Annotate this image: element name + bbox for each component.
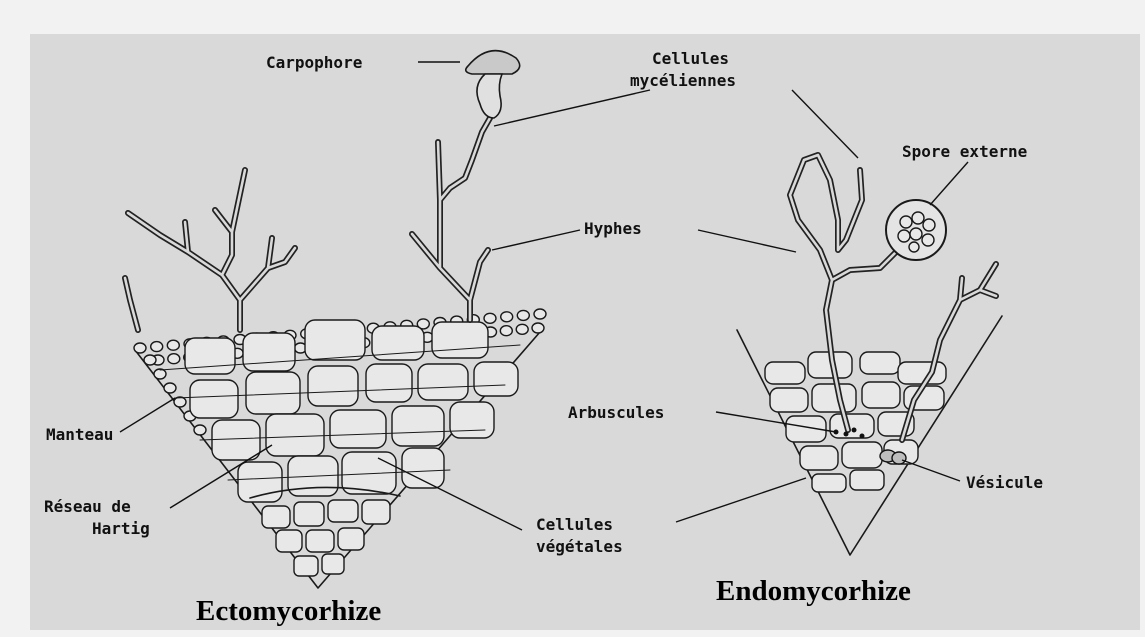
- mantle-cell: [134, 343, 146, 353]
- mantle-cell: [484, 313, 496, 323]
- mantle-cell: [534, 309, 546, 319]
- ecto-hyphae: [125, 118, 490, 330]
- mantle-cell: [517, 310, 529, 320]
- mantle-cell: [151, 342, 163, 352]
- endo-root-cells: [765, 352, 946, 492]
- label-carpophore: Carpophore: [266, 53, 362, 72]
- mantle-cell: [144, 355, 156, 365]
- label-hyphes: Hyphes: [584, 219, 642, 238]
- mantle-cell: [168, 354, 180, 364]
- mantle-cell: [174, 397, 186, 407]
- label-manteau: Manteau: [46, 425, 113, 444]
- label-arbuscules: Arbuscules: [568, 403, 664, 422]
- label-cellules-myceliennes-1: Cellules: [652, 49, 729, 68]
- mantle-cell: [516, 324, 528, 334]
- label-spore-externe: Spore externe: [902, 142, 1027, 161]
- label-reseau-1: Réseau de: [44, 497, 131, 516]
- mantle-cell: [167, 340, 179, 350]
- mantle-cell: [164, 383, 176, 393]
- label-vesicule: Vésicule: [966, 473, 1043, 492]
- label-cellules-vegetales-1: Cellules: [536, 515, 613, 534]
- external-spore: [886, 200, 946, 260]
- ectomycorhize-figure: [125, 51, 546, 588]
- carpophore-mushroom: [466, 51, 520, 118]
- title-ectomycorhize: Ectomycorhize: [196, 595, 381, 627]
- label-cellules-vegetales-2: végétales: [536, 537, 623, 556]
- vesicule: [880, 450, 906, 464]
- mantle-cell: [194, 425, 206, 435]
- endomycorhize-figure: [737, 155, 1002, 555]
- ecto-cortex-cells: [185, 320, 518, 576]
- mantle-cell: [501, 312, 513, 322]
- label-reseau-2: Hartig: [92, 519, 150, 538]
- title-endomycorhize: Endomycorhize: [716, 575, 911, 607]
- mantle-cell: [532, 323, 544, 333]
- mantle-cell: [500, 326, 512, 336]
- label-cellules-myceliennes-2: mycéliennes: [630, 71, 736, 90]
